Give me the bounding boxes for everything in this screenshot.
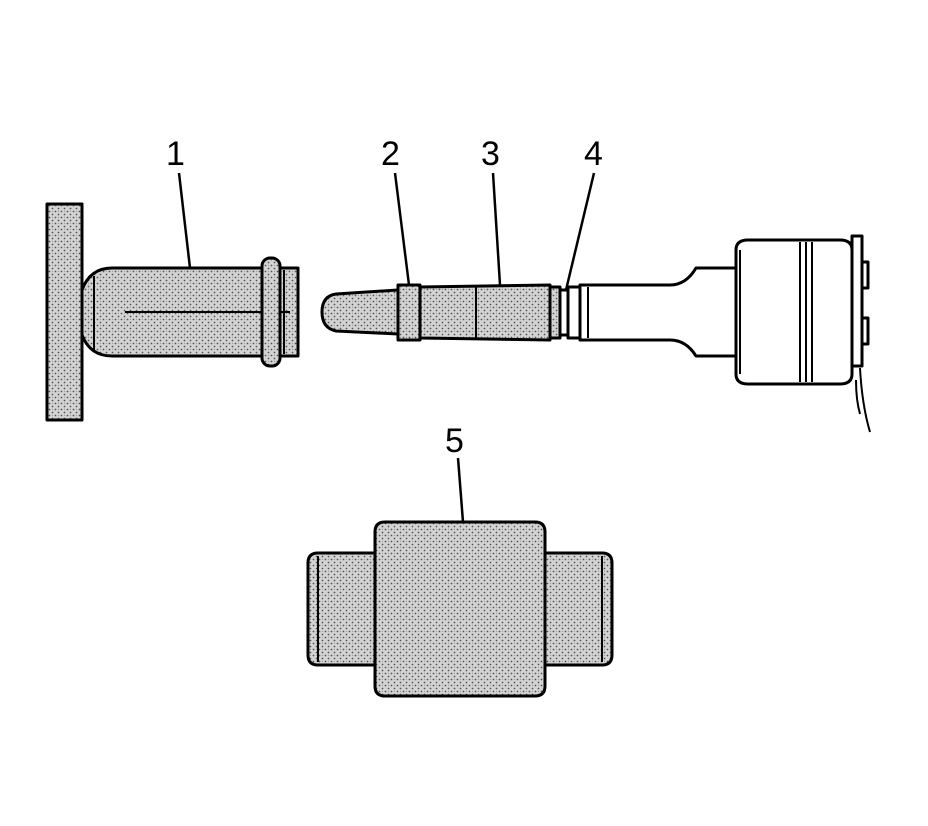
leader-line-1 [177, 172, 192, 269]
leader-line-5 [456, 457, 465, 523]
callout-2: 2 [381, 135, 400, 173]
callout-3: 3 [481, 135, 500, 173]
callout-4: 4 [584, 135, 603, 173]
callout-5: 5 [445, 422, 464, 460]
callout-1: 1 [166, 135, 185, 173]
leader-line-3 [491, 172, 502, 286]
leader-line-4 [564, 172, 596, 291]
part-1-flanged-sleeve [45, 202, 300, 422]
part-2-3-4-driver-shaft [320, 283, 582, 342]
leader-line-2 [393, 172, 411, 286]
part-5-stepped-block [306, 520, 614, 698]
adapter-body-assembly [578, 234, 871, 433]
